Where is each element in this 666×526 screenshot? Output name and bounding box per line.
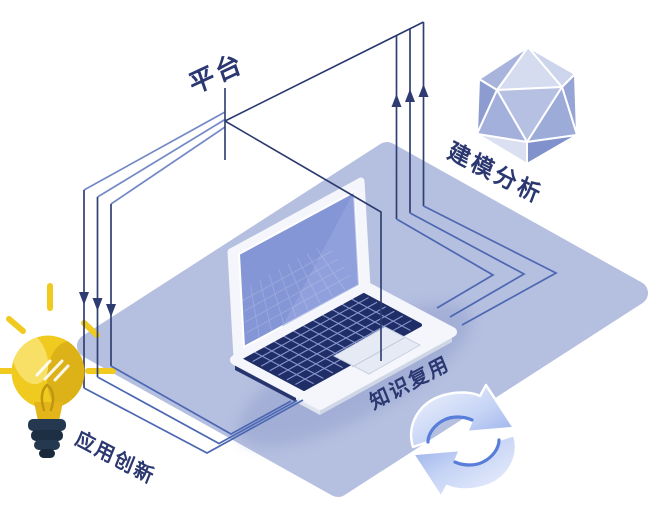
- lightbulb-icon: [11, 335, 85, 458]
- arrow-up-icons: [391, 84, 429, 107]
- icosahedron-icon: [476, 46, 578, 165]
- flow-lines-left: [79, 111, 304, 454]
- lightbulb-rays-icon: [0, 283, 116, 374]
- arrow-down-icons: [79, 292, 116, 317]
- laptop-trackpad: [332, 326, 422, 375]
- laptop-screen: [227, 177, 371, 362]
- flow-lines-right: [391, 22, 558, 326]
- lightbulb-base: [28, 419, 66, 458]
- laptop-icon: [227, 177, 472, 447]
- platform-callout-lines: [224, 21, 424, 361]
